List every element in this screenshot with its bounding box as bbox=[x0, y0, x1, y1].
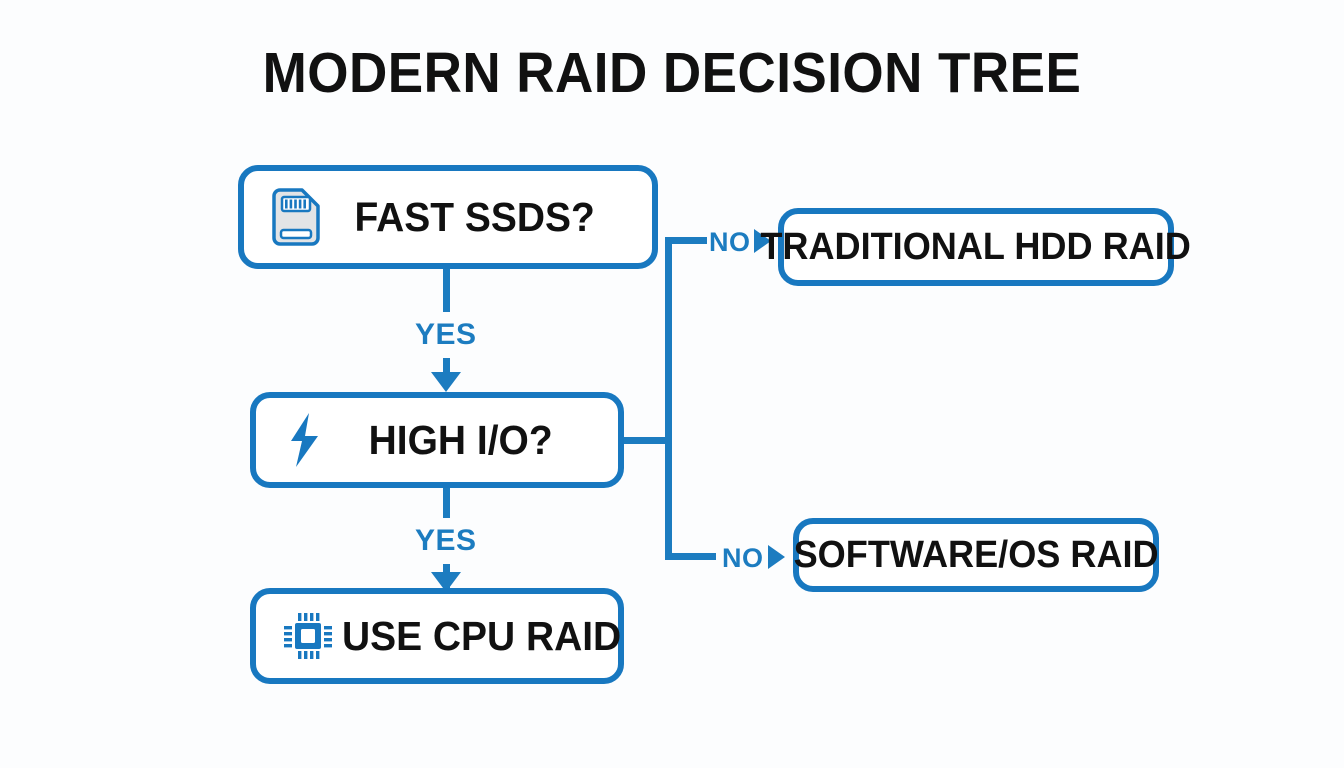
edge-io-no-line bbox=[665, 553, 716, 560]
page-title: MODERN RAID DECISION TREE bbox=[262, 41, 1082, 105]
edge-io-yes-arrowhead bbox=[431, 572, 461, 592]
decision-node-fast-ssds-label: FAST SSDS? bbox=[354, 193, 595, 240]
outcome-node-software-raid[interactable]: SOFTWARE/OS RAID bbox=[793, 518, 1159, 592]
edge-ssds-yes-arrowhead bbox=[431, 372, 461, 392]
edge-label-io-yes: YES bbox=[407, 518, 485, 564]
outcome-node-software-raid-label: SOFTWARE/OS RAID bbox=[793, 533, 1159, 576]
edge-label-ssds-yes: YES bbox=[407, 312, 485, 358]
no-branch-trunk-line bbox=[665, 237, 672, 560]
lightning-bolt-icon bbox=[282, 411, 328, 469]
edge-ssds-no-line bbox=[665, 237, 707, 244]
sd-card-icon bbox=[270, 188, 322, 246]
outcome-node-hdd-raid-label: TRADITIONAL HDD RAID bbox=[760, 225, 1192, 268]
decision-node-fast-ssds[interactable]: FAST SSDS? bbox=[238, 165, 658, 269]
outcome-node-cpu-raid-label: USE CPU RAID bbox=[341, 612, 622, 659]
outcome-node-hdd-raid[interactable]: TRADITIONAL HDD RAID bbox=[761, 208, 1191, 286]
decision-node-high-io-label: HIGH I/O? bbox=[368, 416, 553, 463]
outcome-node-cpu-raid[interactable]: USE CPU RAID bbox=[250, 588, 624, 684]
cpu-chip-icon bbox=[282, 610, 334, 662]
edge-io-to-trunk-stub bbox=[620, 437, 670, 444]
edge-label-io-no: NO bbox=[722, 543, 764, 573]
edge-ssds-no-arrowhead bbox=[754, 229, 771, 253]
decision-node-high-io[interactable]: HIGH I/O? bbox=[250, 392, 624, 488]
edge-label-ssds-no: NO bbox=[709, 227, 751, 257]
edge-io-no-arrowhead bbox=[768, 545, 785, 569]
